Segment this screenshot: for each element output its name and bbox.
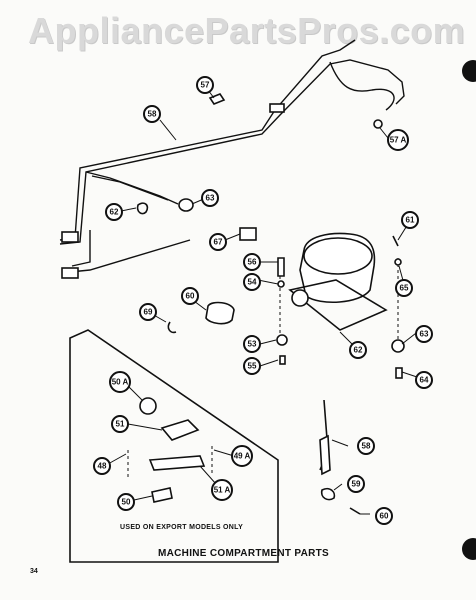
inset-bracket — [148, 455, 206, 471]
svg-text:50: 50 — [122, 498, 131, 507]
rubber-grommet — [205, 301, 235, 325]
callout-62-right: 62 — [349, 341, 367, 359]
svg-text:60: 60 — [186, 292, 195, 301]
inset-cylinder — [160, 419, 200, 441]
watermark-logo: AppliancePartsPros.com — [28, 10, 466, 51]
harness-plug-bottom — [61, 267, 79, 279]
binder-hole-bottom — [462, 538, 476, 560]
harness-plug-left — [61, 231, 79, 243]
diagram-caption: MACHINE COMPARTMENT PARTS — [158, 548, 330, 559]
relay — [178, 198, 194, 212]
svg-text:49 A: 49 A — [234, 452, 251, 461]
svg-text:51 A: 51 A — [214, 486, 231, 495]
pin — [279, 355, 286, 365]
callout-54: 54 — [243, 273, 261, 291]
bushing — [276, 334, 288, 346]
compressor — [279, 232, 402, 340]
svg-text:48: 48 — [98, 462, 107, 471]
callout-60-right: 60 — [375, 507, 393, 525]
svg-text:57: 57 — [201, 81, 210, 90]
callout-53: 53 — [243, 335, 261, 353]
inset-clamp — [151, 487, 173, 503]
callout-58: 58 — [143, 105, 161, 123]
mounting-bolt — [277, 257, 285, 277]
callout-67: 67 — [209, 233, 227, 251]
callout-69: 69 — [139, 303, 157, 321]
svg-text:61: 61 — [406, 216, 415, 225]
right-pin — [395, 367, 403, 379]
export-inset-box — [69, 329, 279, 563]
callout-60: 60 — [181, 287, 199, 305]
svg-text:57 A: 57 A — [390, 136, 407, 145]
callout-49a: 49 A — [231, 445, 253, 467]
cord-clamp — [208, 93, 226, 105]
callout-59: 59 — [347, 475, 365, 493]
svg-text:53: 53 — [248, 340, 257, 349]
svg-text:56: 56 — [248, 258, 257, 267]
svg-text:65: 65 — [400, 284, 409, 293]
page-number: 34 — [30, 568, 38, 575]
hook — [167, 321, 177, 334]
wire-clip — [373, 119, 383, 129]
callout-57: 57 — [196, 76, 214, 94]
callout-62-left: 62 — [105, 203, 123, 221]
svg-text:51: 51 — [116, 420, 125, 429]
callout-58-right: 58 — [357, 437, 375, 455]
svg-text:58: 58 — [148, 110, 157, 119]
callout-61: 61 — [401, 211, 419, 229]
callout-55: 55 — [243, 357, 261, 375]
export-models-note: USED ON EXPORT MODELS ONLY — [120, 524, 244, 531]
svg-text:63: 63 — [420, 330, 429, 339]
callout-50a: 50 A — [109, 371, 131, 393]
callout-56: 56 — [243, 253, 261, 271]
callout-63-right: 63 — [415, 325, 433, 343]
svg-text:64: 64 — [420, 376, 429, 385]
right-bushing — [391, 339, 405, 353]
callout-63-top: 63 — [201, 189, 219, 207]
svg-text:63: 63 — [206, 194, 215, 203]
callout-57a: 57 A — [387, 129, 409, 151]
binder-hole-top — [462, 60, 476, 82]
svg-text:62: 62 — [110, 208, 119, 217]
callout-50: 50 — [117, 493, 135, 511]
svg-text:50 A: 50 A — [112, 378, 129, 387]
callout-64: 64 — [415, 371, 433, 389]
svg-text:67: 67 — [214, 238, 223, 247]
svg-text:60: 60 — [380, 512, 389, 521]
callout-51: 51 — [111, 415, 129, 433]
svg-text:54: 54 — [248, 278, 257, 287]
inset-ring — [139, 397, 157, 415]
thermostat-clamp — [320, 487, 336, 501]
callout-65: 65 — [395, 279, 413, 297]
callout-48: 48 — [93, 457, 111, 475]
svg-text:59: 59 — [352, 480, 361, 489]
svg-text:55: 55 — [248, 362, 257, 371]
harness-connector — [269, 103, 285, 113]
svg-text:58: 58 — [362, 442, 371, 451]
callout-51a: 51 A — [211, 479, 233, 501]
wiring-harness — [59, 39, 405, 279]
spring-clip — [136, 202, 149, 215]
svg-text:69: 69 — [144, 308, 153, 317]
svg-text:62: 62 — [354, 346, 363, 355]
